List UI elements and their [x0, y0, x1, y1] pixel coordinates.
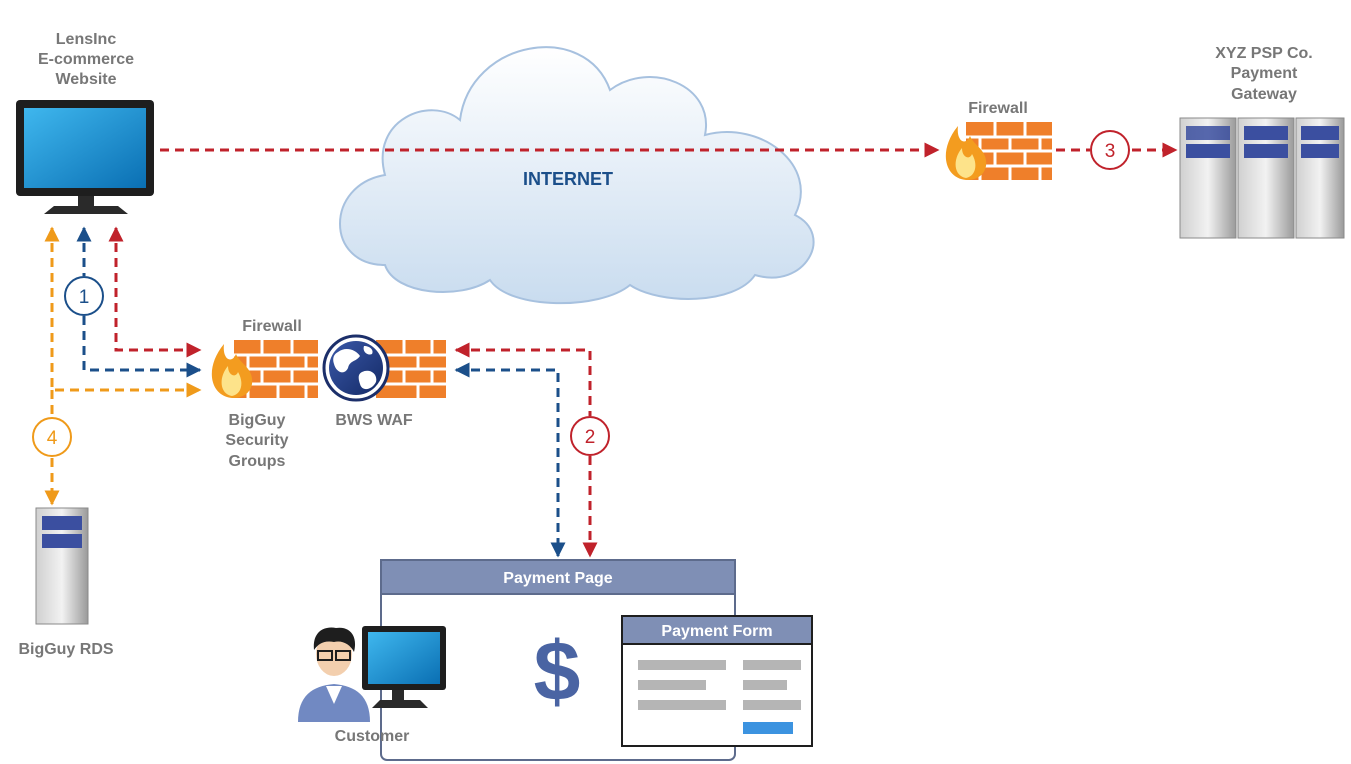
payment-form-box: Payment Form: [621, 615, 813, 747]
waf-icon: [322, 334, 446, 402]
gateway-firewall-label: Firewall: [968, 100, 1028, 117]
customer-label: Customer: [335, 728, 410, 745]
flow-red-website-firewall: [108, 226, 202, 358]
gateway-label-line-2: Payment: [1231, 65, 1298, 82]
customer-icon: [298, 626, 446, 722]
flow-orange-website-firewall: [44, 226, 202, 398]
waf-label: BWS WAF: [335, 412, 413, 429]
website-label-line-3: Website: [55, 71, 116, 88]
internet-cloud: INTERNET: [339, 46, 815, 305]
flow-red-waf-payment-upper: [454, 342, 592, 416]
step-1-number: 1: [79, 287, 90, 308]
gateway-servers-icon: [1179, 117, 1345, 239]
security-group-firewall-label: Firewall: [242, 318, 302, 335]
security-groups-label-line-2: Security: [225, 432, 288, 449]
step-4-badge: 4: [32, 417, 72, 457]
security-groups-label-line-3: Groups: [229, 453, 286, 470]
step-1-badge: 1: [64, 276, 104, 316]
step-3-badge: 3: [1090, 130, 1130, 170]
rds-server-icon: [35, 507, 89, 625]
step-3-number: 3: [1105, 141, 1116, 162]
flow-blue-waf-payment: [454, 362, 566, 558]
payment-form-title: Payment Form: [661, 623, 772, 640]
flow-blue-website-firewall-lower: [82, 316, 202, 378]
gateway-label-line-1: XYZ PSP Co.: [1215, 45, 1313, 62]
internet-label: INTERNET: [523, 169, 613, 189]
security-groups-label-line-1: BigGuy: [229, 412, 286, 429]
security-group-firewall-icon: [211, 340, 318, 398]
dollar-icon: $: [534, 624, 581, 718]
website-monitor-icon: [16, 100, 154, 214]
step-4-number: 4: [47, 428, 58, 449]
rds-label: BigGuy RDS: [18, 641, 113, 658]
gateway-firewall-icon: [945, 122, 1052, 180]
gateway-label-line-3: Gateway: [1231, 86, 1297, 103]
step-2-badge: 2: [570, 416, 610, 456]
step-2-number: 2: [585, 427, 596, 448]
website-label-line-1: LensInc: [56, 31, 117, 48]
payment-page-title: Payment Page: [503, 570, 612, 587]
website-label-line-2: E-commerce: [38, 51, 134, 68]
payment-submit-bar: [743, 722, 793, 734]
